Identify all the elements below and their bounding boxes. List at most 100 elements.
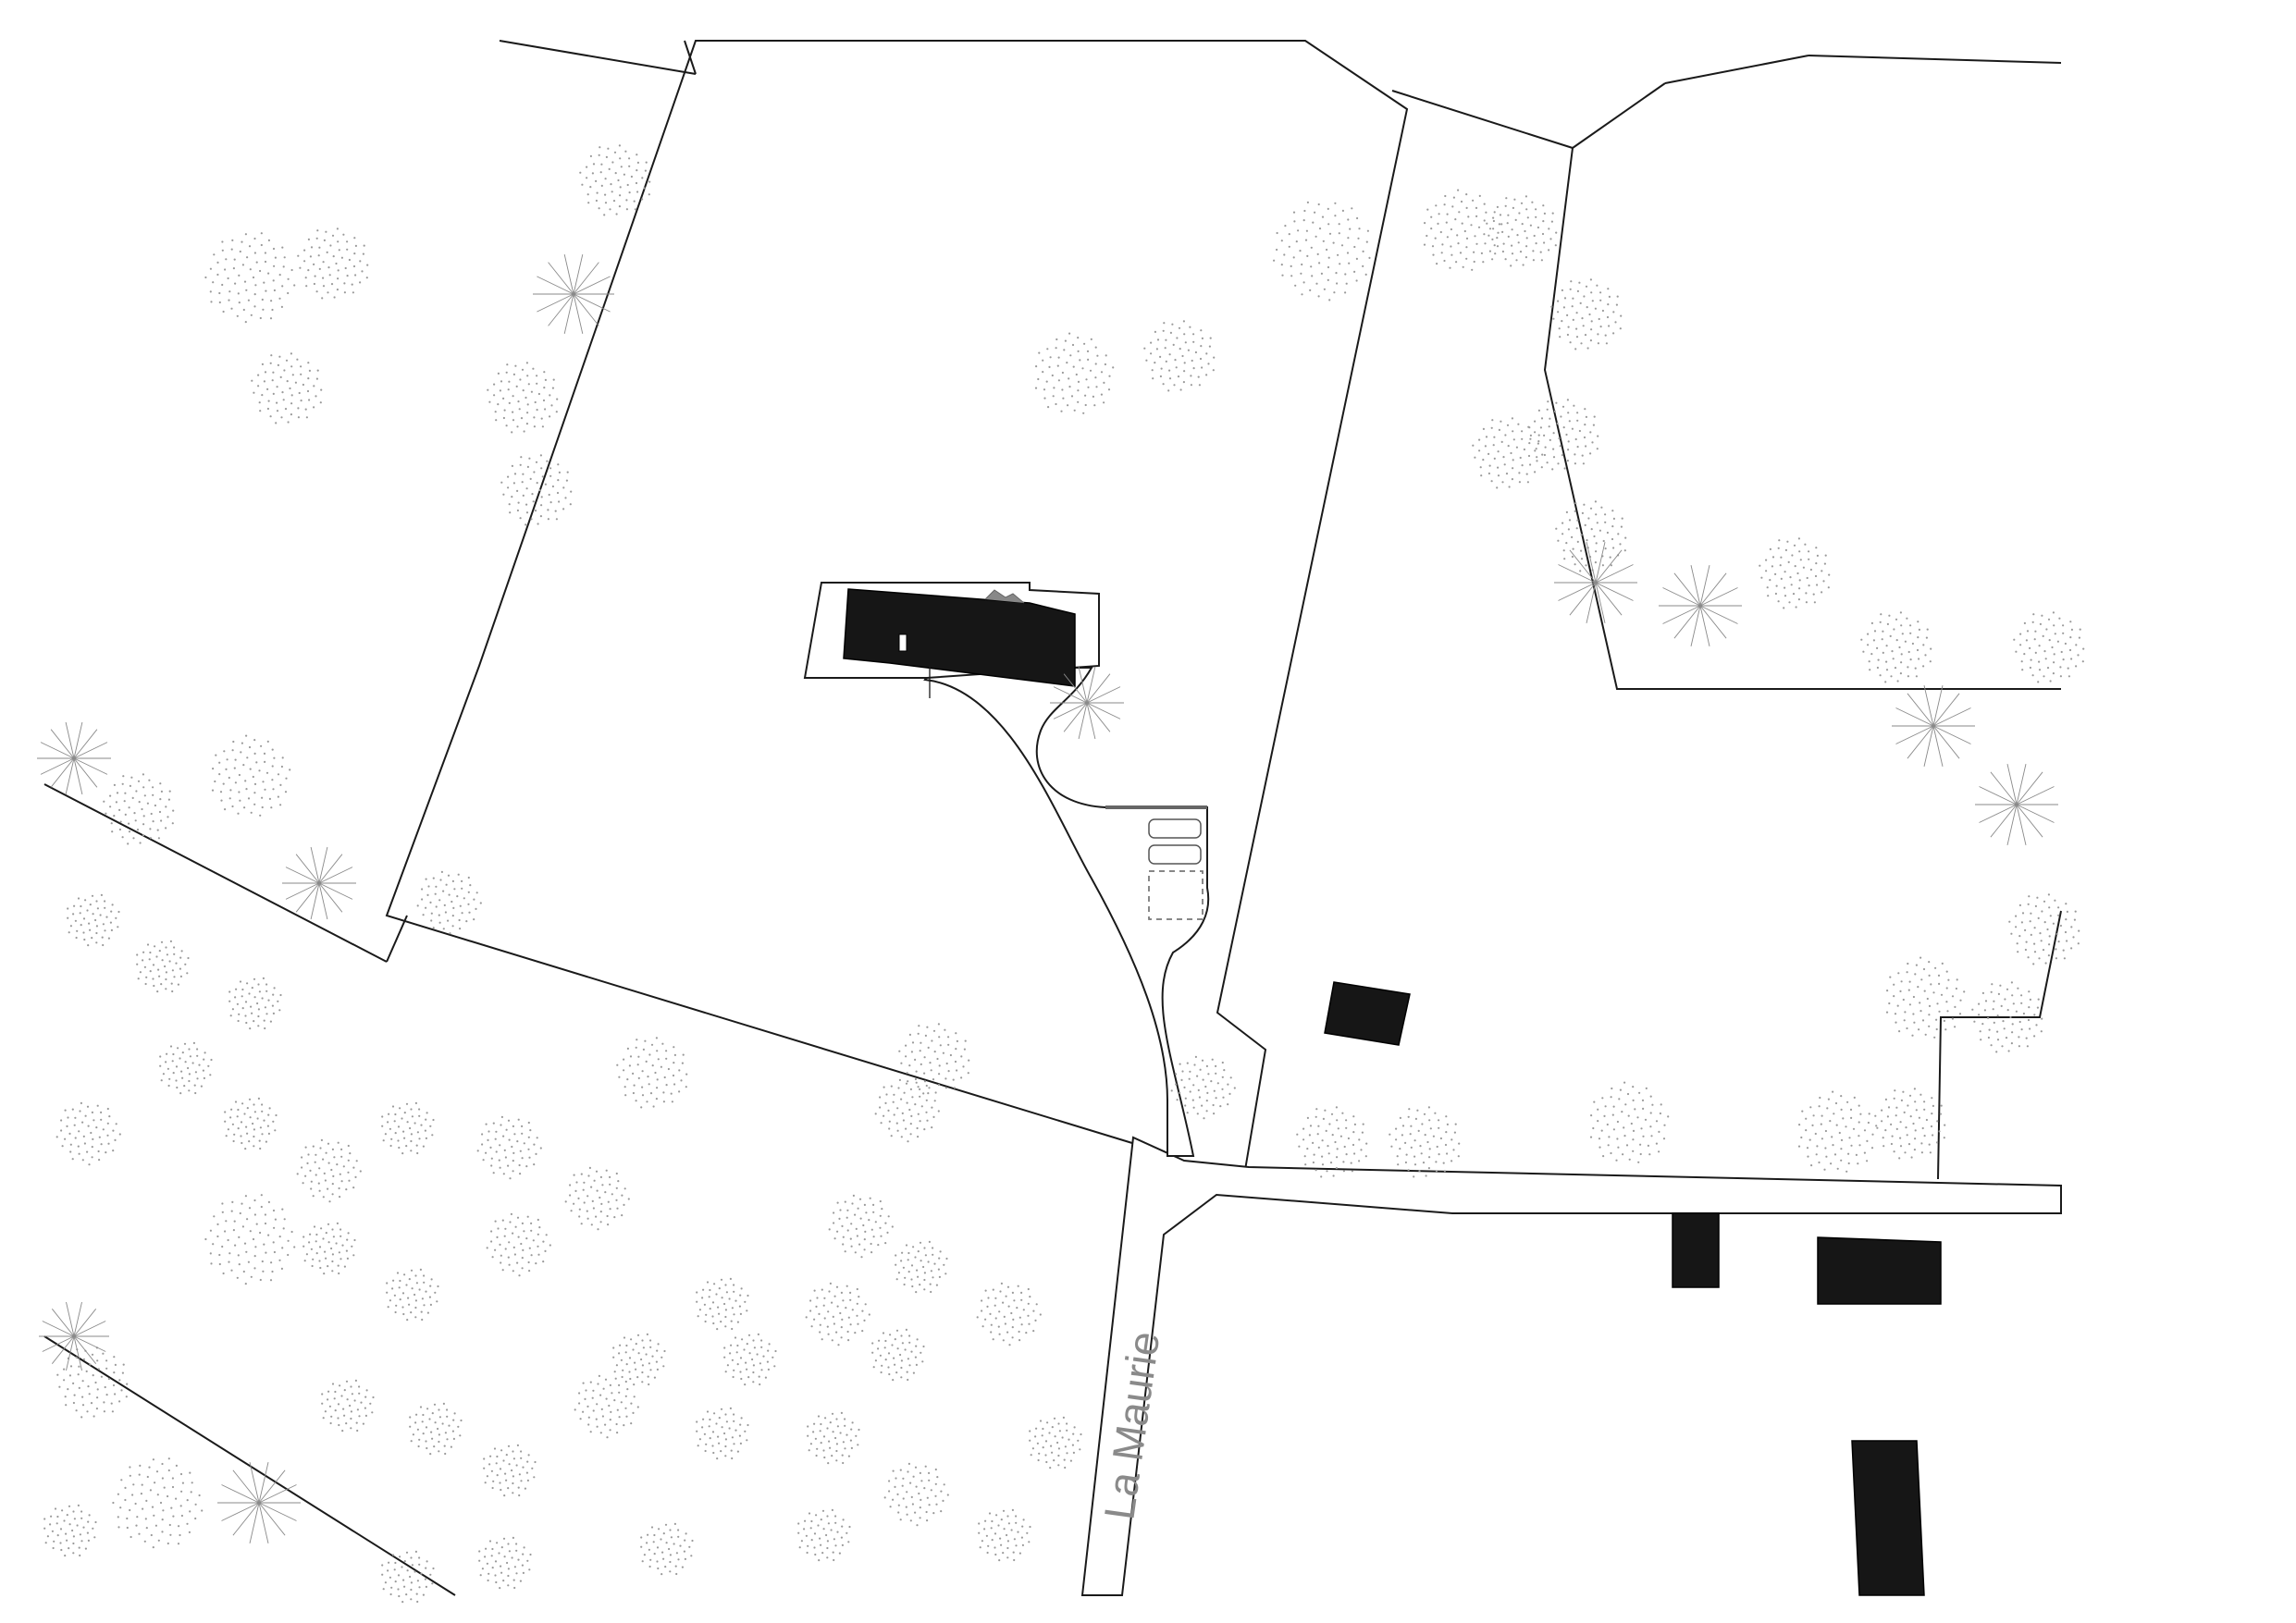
- tree-icon: [86, 1105, 90, 1108]
- tree-icon: [1589, 452, 1592, 455]
- tree-icon: [512, 419, 515, 422]
- tree-icon: [1907, 1143, 1911, 1146]
- tree-icon: [137, 977, 140, 980]
- tree-icon: [1549, 417, 1551, 420]
- roads: [923, 667, 2062, 1596]
- tree-icon: [1198, 1096, 1201, 1099]
- tree-icon: [543, 387, 546, 389]
- tree-icon: [320, 1227, 323, 1230]
- tree-icon: [414, 1306, 417, 1309]
- tree-icon: [1034, 387, 1038, 389]
- tree-icon: [649, 1369, 652, 1371]
- tree-icon: [502, 416, 506, 420]
- tree-icon: [1401, 1134, 1403, 1137]
- tree-icon: [467, 903, 470, 905]
- tree-icon: [249, 1462, 260, 1504]
- tree-icon: [1441, 243, 1444, 246]
- tree-icon: [834, 1521, 837, 1524]
- tree-icon: [382, 1139, 385, 1142]
- tree-icon: [1341, 209, 1344, 212]
- tree-icon: [1584, 523, 1586, 527]
- tree-icon: [1578, 429, 1581, 433]
- tree-icon: [1980, 1039, 1982, 1041]
- tree-icon: [126, 1526, 129, 1530]
- tree-icon: [628, 191, 631, 194]
- tree-icon: [651, 1064, 654, 1067]
- tree-icon: [1312, 1141, 1315, 1144]
- tree-icon: [905, 1244, 908, 1247]
- tree-icon: [1928, 1143, 1931, 1146]
- tree-icon: [87, 1125, 90, 1127]
- tree-icon: [1889, 634, 1892, 638]
- tree-icon: [841, 1543, 845, 1546]
- tree-icon: [1809, 1106, 1812, 1109]
- tree-icon: [1451, 205, 1454, 208]
- tree-icon: [279, 804, 282, 806]
- tree-icon: [888, 1490, 891, 1493]
- tree-icon: [87, 944, 90, 947]
- tree-icon: [734, 1429, 737, 1432]
- tree-icon: [1006, 1285, 1010, 1288]
- tree-icon: [179, 1472, 183, 1476]
- tree-icon: [835, 1459, 838, 1462]
- tree-icon: [287, 1239, 290, 1242]
- tree-icon: [900, 1062, 903, 1064]
- tree-icon: [518, 408, 521, 411]
- tree-icon: [573, 276, 611, 295]
- tree-icon: [2030, 912, 2032, 915]
- tree-icon: [633, 200, 636, 203]
- tree-icon: [910, 1114, 913, 1117]
- tree-icon: [743, 1348, 746, 1351]
- tree-icon: [241, 1007, 244, 1010]
- tree-icon: [1907, 675, 1909, 678]
- tree-icon: [1332, 241, 1335, 244]
- tree-icon: [1590, 328, 1593, 331]
- tree-icon: [1060, 410, 1063, 412]
- tree-icon: [1205, 1100, 1208, 1102]
- tree-icon: [1519, 251, 1523, 253]
- tree-icon: [1107, 388, 1111, 391]
- tree-icon: [1784, 595, 1787, 597]
- tree-icon: [1914, 973, 1917, 976]
- tree-icon: [928, 1479, 931, 1482]
- tree-icon: [1979, 1030, 1981, 1033]
- tree-icon: [821, 1288, 823, 1291]
- tree-icon: [600, 163, 603, 166]
- tree-icon: [537, 392, 541, 396]
- tree-icon: [324, 1179, 327, 1182]
- tree-icon: [822, 1449, 825, 1452]
- tree-icon: [263, 1243, 265, 1246]
- tree-icon: [1893, 1150, 1895, 1153]
- tree-icon: [1765, 570, 1768, 572]
- tree-icon: [350, 1385, 352, 1388]
- tree-icon: [2035, 1024, 2038, 1027]
- tree-icon: [1449, 266, 1451, 269]
- tree-icon: [71, 1108, 74, 1111]
- tree-icon: [564, 1200, 567, 1203]
- tree-icon: [1201, 1104, 1204, 1107]
- tree-icon: [1774, 572, 1777, 576]
- tree-icon: [1888, 614, 1891, 617]
- tree-icon: [1598, 1137, 1601, 1140]
- tree-icon: [1784, 548, 1787, 552]
- tree-icon: [1869, 669, 1871, 671]
- tree-icon: [1978, 1002, 1981, 1005]
- tree-icon: [1895, 1127, 1898, 1130]
- tree-icon: [302, 1236, 305, 1238]
- tree-icon: [1104, 363, 1106, 366]
- tree-icon: [834, 1436, 837, 1440]
- tree-icon: [809, 1527, 812, 1530]
- tree-icon: [900, 1098, 903, 1100]
- tree-icon: [1179, 348, 1181, 350]
- tree-icon: [1011, 1336, 1014, 1339]
- tree-icon: [515, 1464, 518, 1467]
- tree-icon: [656, 1546, 660, 1549]
- tree-icon: [1987, 1036, 1990, 1039]
- tree-icon: [635, 1343, 637, 1346]
- tree-icon: [822, 1435, 826, 1438]
- tree-icon: [113, 783, 116, 787]
- tree-icon: [209, 1074, 212, 1076]
- tree-icon: [907, 1462, 911, 1465]
- tree-icon: [516, 1444, 520, 1446]
- tree-icon: [509, 511, 512, 514]
